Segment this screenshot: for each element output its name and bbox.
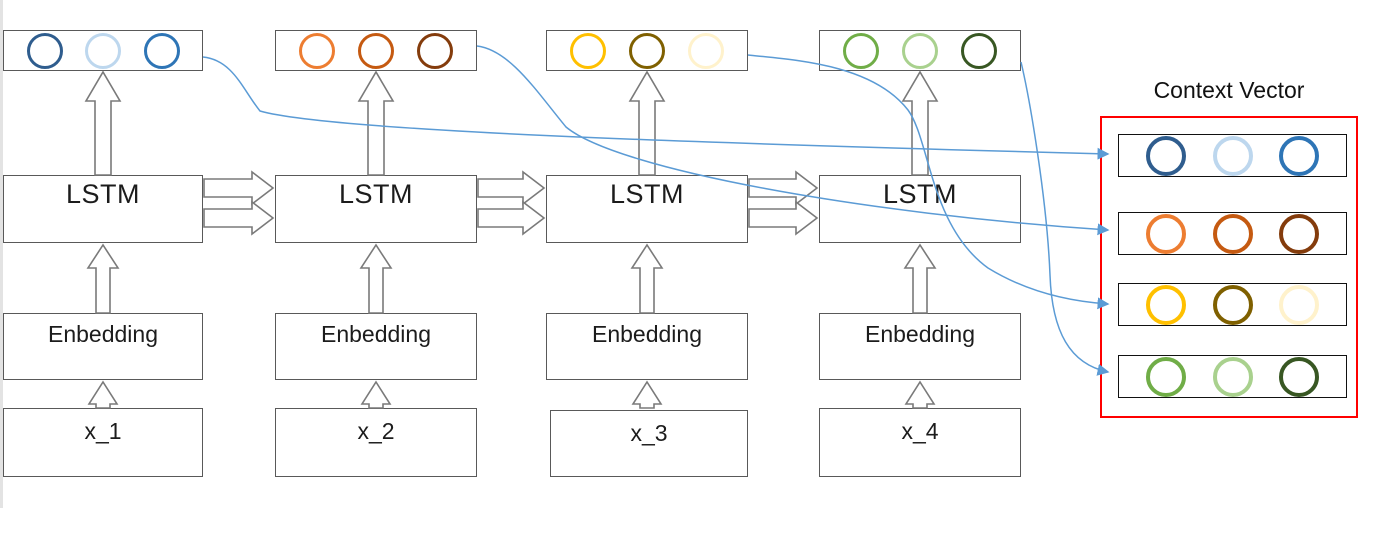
arrow-input2-to-embedding2 [360,380,392,409]
context-row-3 [1118,283,1347,326]
hidden-state-vector-4 [819,30,1021,71]
arrow-lstm4-to-hidden4 [901,70,939,176]
hidden-state-vector-2 [275,30,477,71]
state-circle [629,32,665,69]
arrow-embedding1-to-lstm1 [86,243,120,314]
lstm-box-3: LSTM [546,175,748,243]
embedding-label-2: Enbedding [321,321,431,347]
arrow-lstm1-to-lstm2-top [203,170,275,206]
input-label-3: x_3 [630,420,668,446]
lstm-label-3: LSTM [609,179,684,209]
state-circle [299,32,335,69]
embedding-box-4: Enbedding [819,313,1021,380]
state-circle [26,32,63,69]
state-circle [358,32,394,69]
input-box-4: x_4 [819,408,1021,477]
state-circle [902,32,938,69]
arrow-embedding4-to-lstm4 [903,243,937,314]
embedding-box-3: Enbedding [546,313,748,380]
hidden-state-vector-3 [546,30,748,71]
state-circle [1279,284,1320,325]
lstm-label-4: LSTM [882,179,957,209]
arrow-embedding2-to-lstm2 [359,243,393,314]
input-box-2: x_2 [275,408,477,477]
arrow-lstm3-to-lstm4-top [748,170,819,206]
state-circle [1145,213,1186,254]
lstm-box-2: LSTM [275,175,477,243]
input-box-3: x_3 [550,410,748,477]
state-circle [417,32,453,69]
state-circle [1212,213,1253,254]
arrow-lstm1-to-hidden1 [84,70,122,176]
arrow-input1-to-embedding1 [87,380,119,409]
input-label-4: x_4 [901,418,939,444]
input-label-1: x_1 [84,418,122,444]
context-row-1 [1118,134,1347,177]
state-circle [1279,356,1320,397]
embedding-box-1: Enbedding [3,313,203,380]
input-label-2: x_2 [357,418,395,444]
context-row-2 [1118,212,1347,255]
arrow-lstm1-to-lstm2-bottom [203,200,275,236]
input-box-1: x_1 [3,408,203,477]
state-circle [688,32,724,69]
lstm-label-1: LSTM [65,179,140,209]
state-circle [570,32,606,69]
slide-edge-left [0,0,3,508]
arrow-input4-to-embedding4 [904,380,936,409]
context-vector-title: Context Vector [1153,77,1305,103]
state-circle [961,32,997,69]
hidden-state-vector-1 [3,30,203,71]
lstm-box-4: LSTM [819,175,1021,243]
curve-hidden4-to-context-row4 [1020,61,1110,376]
arrow-lstm3-to-lstm4-bottom [748,200,819,236]
arrow-lstm2-to-lstm3-bottom [477,200,546,236]
arrow-lstm3-to-hidden3 [628,70,666,176]
embedding-label-3: Enbedding [592,321,702,347]
state-circle [1212,284,1253,325]
arrow-lstm2-to-hidden2 [357,70,395,176]
curve-hidden1-to-context-row1 [202,56,1110,160]
lstm-label-2: LSTM [338,179,413,209]
arrow-input3-to-embedding3 [631,380,663,409]
state-circle [143,32,180,69]
state-circle [1279,135,1320,176]
state-circle [1212,135,1253,176]
embedding-label-1: Enbedding [48,321,158,347]
state-circle [1145,356,1186,397]
state-circle [1145,135,1186,176]
arrow-embedding3-to-lstm3 [630,243,664,314]
state-circle [843,32,879,69]
embedding-box-2: Enbedding [275,313,477,380]
state-circle [1145,284,1186,325]
state-circle [1279,213,1320,254]
state-circle [85,32,121,69]
embedding-label-4: Enbedding [865,321,975,347]
context-row-4 [1118,355,1347,398]
lstm-box-1: LSTM [3,175,203,243]
arrow-lstm2-to-lstm3-top [477,170,546,206]
state-circle [1212,356,1253,397]
